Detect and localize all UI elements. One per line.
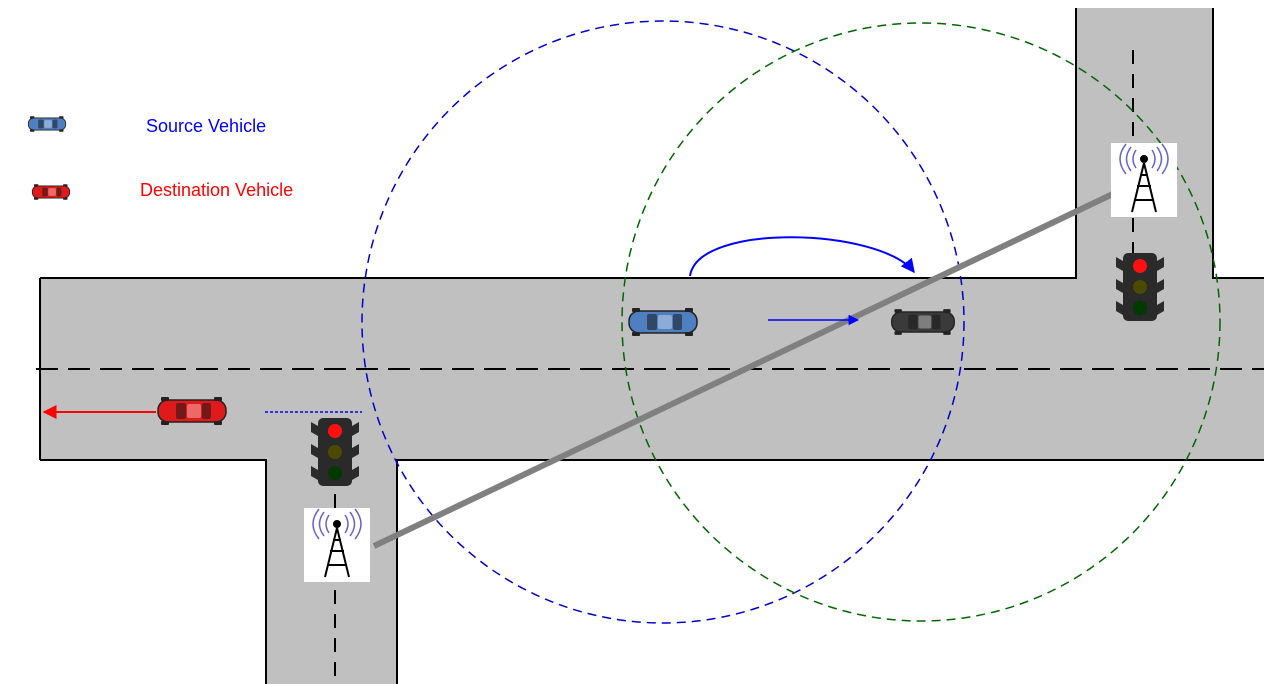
traffic-light-icon bbox=[311, 418, 359, 486]
road-network bbox=[36, 8, 1264, 684]
backbone-link bbox=[372, 189, 1119, 549]
destination-vehicle-car-icon bbox=[157, 396, 227, 426]
legend-source-label: Source Vehicle bbox=[146, 116, 267, 136]
radio-tower-icon bbox=[303, 507, 371, 583]
relay-range-circle bbox=[621, 22, 1221, 622]
intermediate-vehicle-car-icon bbox=[891, 308, 955, 336]
source-range-circle bbox=[361, 20, 965, 624]
hop-arrow bbox=[689, 236, 915, 277]
traffic-light-icon bbox=[1116, 253, 1164, 321]
legend-destination-label: Destination Vehicle bbox=[140, 180, 294, 200]
legend-destination-car-icon bbox=[31, 183, 71, 201]
source-vehicle-car-icon bbox=[628, 307, 698, 337]
legend-source-car-icon bbox=[27, 115, 67, 133]
radio-tower-icon bbox=[1110, 142, 1178, 218]
